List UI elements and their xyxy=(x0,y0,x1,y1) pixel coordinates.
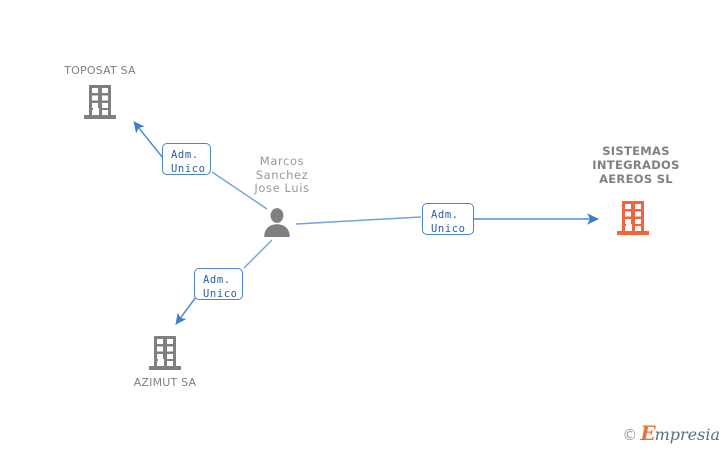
edge-person-azimut xyxy=(175,239,273,325)
copyright-symbol: © xyxy=(622,426,638,444)
edge-person-sistemas xyxy=(295,213,599,225)
person-icon xyxy=(264,208,290,237)
person-icon-marcos xyxy=(262,207,292,237)
brand-name: mpresia xyxy=(654,425,720,444)
node-label-sistemas: SISTEMAS INTEGRADOS AEREOS SL xyxy=(592,144,680,186)
node-label-azimut: AZIMUT SA xyxy=(133,376,197,389)
edge-label-person-azimut[interactable]: Adm. Unico xyxy=(194,268,243,300)
building-icon xyxy=(84,85,116,119)
brand-initial: E xyxy=(640,421,656,445)
building-icon xyxy=(617,201,649,235)
building-icon-toposat xyxy=(84,84,116,120)
edge-label-person-toposat[interactable]: Adm. Unico xyxy=(162,143,211,175)
edge-label-person-sistemas[interactable]: Adm. Unico xyxy=(422,203,474,235)
edge-person-toposat xyxy=(133,121,268,210)
watermark-empresia: © E mpresia xyxy=(622,421,720,445)
node-label-person: Marcos Sanchez Jose Luis xyxy=(254,154,310,195)
building-icon-azimut xyxy=(149,335,181,371)
building-icon-sistemas xyxy=(617,200,649,236)
building-icon xyxy=(149,336,181,370)
node-label-toposat: TOPOSAT SA xyxy=(64,64,136,77)
